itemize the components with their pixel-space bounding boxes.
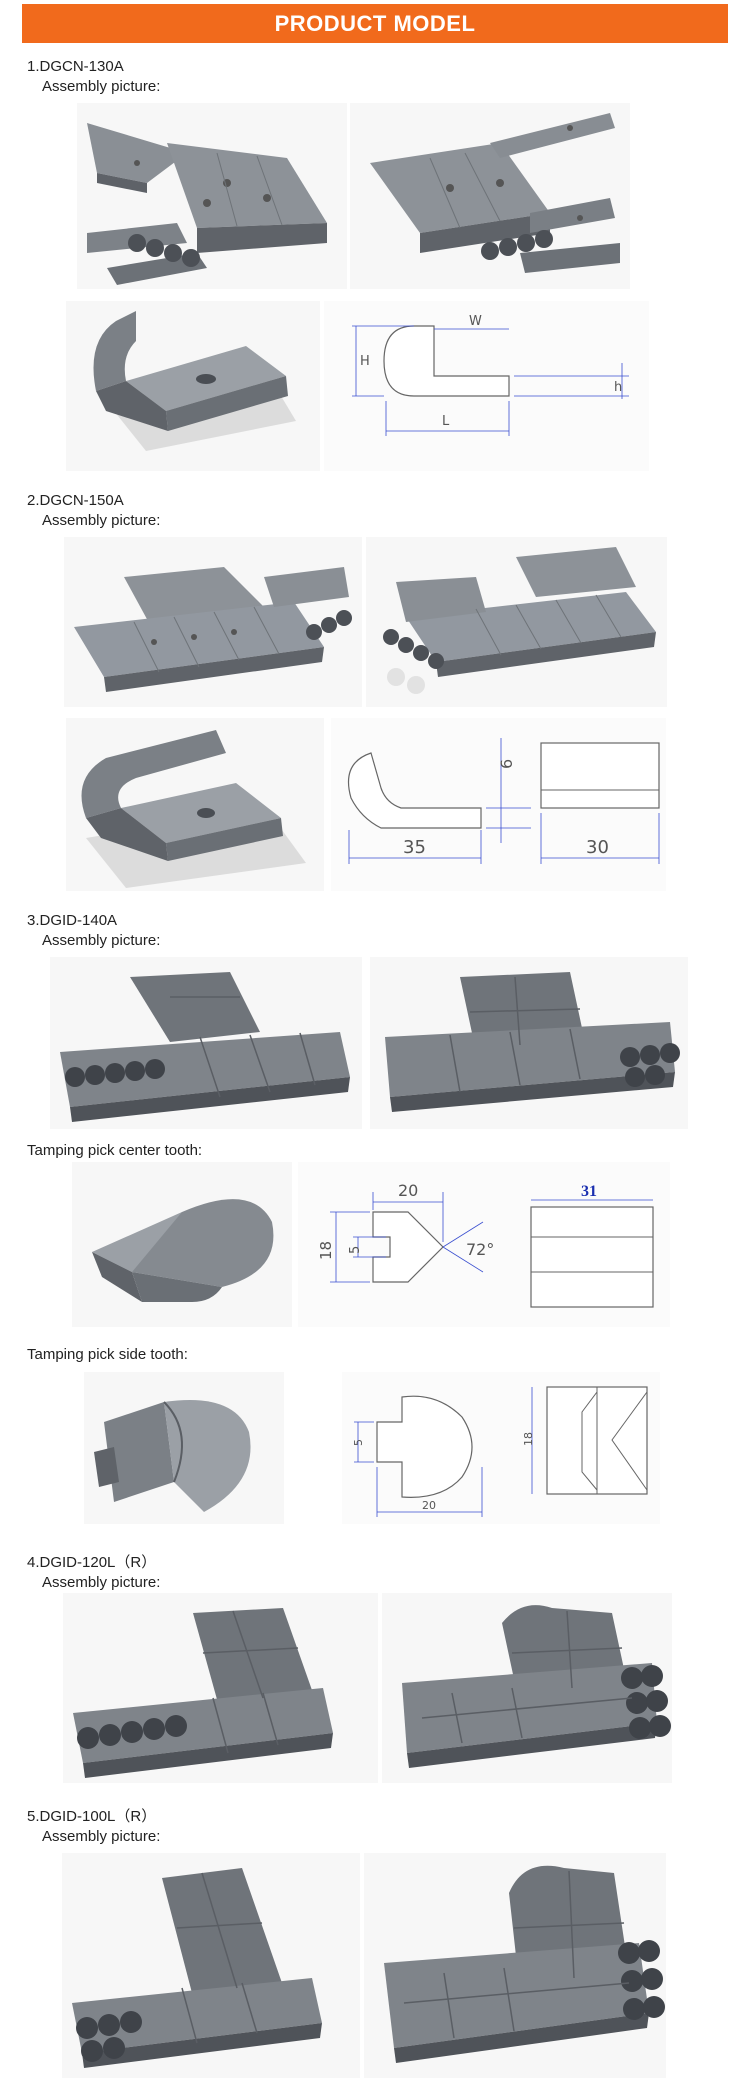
assembly-image-dgid120l-left: [63, 1593, 378, 1783]
product-model-banner: PRODUCT MODEL: [22, 4, 728, 43]
assembly-image-dgcn130a-left: [77, 103, 347, 289]
dim-label-h: h: [614, 380, 622, 395]
tooth-3d-image-dgcn150a: [66, 718, 324, 891]
dim-label-6: 6: [497, 759, 516, 769]
dim-label-35: 35: [403, 837, 426, 858]
section-4-title: 4.DGID-120L（R）: [27, 1554, 157, 1571]
tooth-3d-image-dgcn130a: [66, 301, 320, 471]
section-1-assembly-label: Assembly picture:: [42, 78, 161, 95]
assembly-image-dgcn130a-right: [350, 103, 630, 289]
side-tooth-label: Tamping pick side tooth:: [27, 1346, 188, 1363]
dim-label-5-center: 5: [348, 1246, 363, 1254]
dim-label-H: H: [360, 354, 370, 369]
dim-label-W: W: [469, 314, 482, 329]
section-4-assembly-label: Assembly picture:: [42, 1574, 161, 1591]
section-2-assembly-label: Assembly picture:: [42, 512, 161, 529]
assembly-image-dgcn150a-left: [64, 537, 362, 707]
center-tooth-label: Tamping pick center tooth:: [27, 1142, 203, 1159]
assembly-image-dgcn150a-right: [366, 537, 667, 707]
section-5-title: 5.DGID-100L（R）: [27, 1808, 157, 1825]
dim-label-5-side: 5: [352, 1439, 365, 1446]
assembly-image-dgid120l-right: [382, 1593, 672, 1783]
dim-label-18-side: 18: [522, 1432, 535, 1446]
dim-label-20-side: 20: [422, 1499, 436, 1512]
section-3-assembly-label: Assembly picture:: [42, 932, 161, 949]
assembly-image-dgid100l-left: [62, 1853, 360, 2078]
dim-label-30: 30: [586, 837, 609, 858]
dim-label-L: L: [442, 414, 450, 429]
assembly-image-dgid100l-right: [364, 1853, 666, 2078]
assembly-image-dgid140a-right: [370, 957, 688, 1129]
dimension-drawing-side-tooth: 5 18 20: [342, 1372, 660, 1524]
dimension-drawing-dgcn130a: H W h L: [324, 301, 649, 471]
dim-label-72deg: 72°: [466, 1240, 494, 1259]
section-5-assembly-label: Assembly picture:: [42, 1828, 161, 1845]
dimension-drawing-center-tooth: 20 18 5 72° 31: [298, 1162, 670, 1327]
dim-label-31: 31: [581, 1183, 597, 1200]
dim-label-20-center: 20: [398, 1181, 418, 1200]
dimension-drawing-dgcn150a: 6 35 30: [331, 718, 666, 891]
section-2-title: 2.DGCN-150A: [27, 492, 124, 509]
center-tooth-3d-image: [72, 1162, 292, 1327]
section-1-title: 1.DGCN-130A: [27, 58, 124, 75]
assembly-image-dgid140a-left: [50, 957, 362, 1129]
dim-label-18-center: 18: [317, 1241, 335, 1260]
side-tooth-3d-image: [84, 1372, 284, 1524]
section-3-title: 3.DGID-140A: [27, 912, 118, 929]
